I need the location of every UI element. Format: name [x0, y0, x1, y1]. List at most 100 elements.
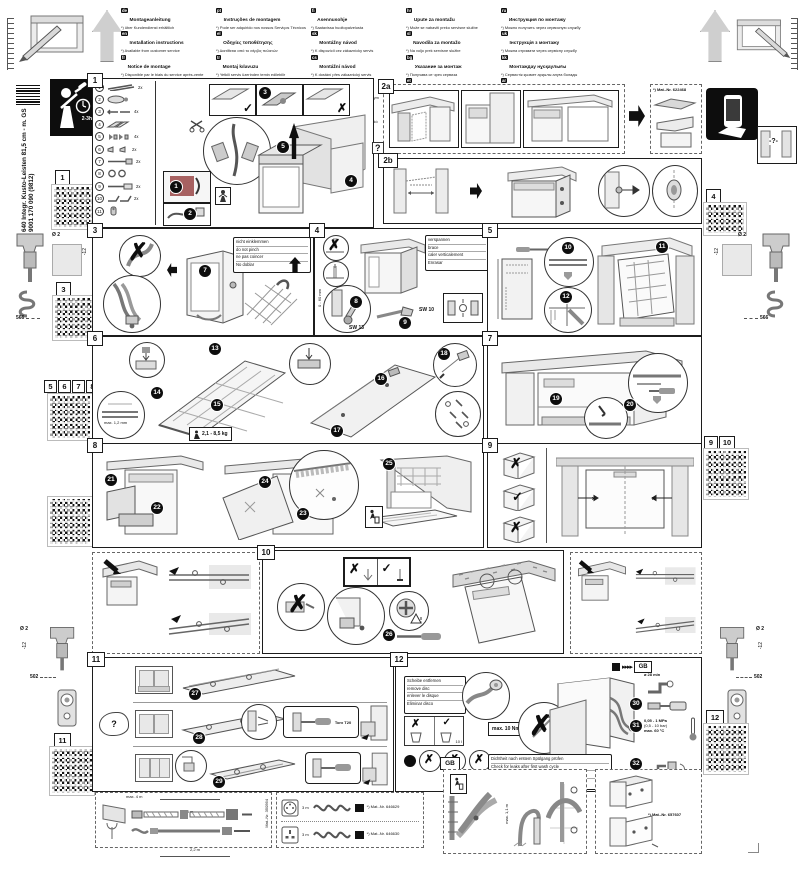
step-marker: 14: [151, 387, 163, 399]
plug-type-chip: [354, 803, 364, 812]
step-marker: [404, 755, 416, 767]
plinth-variant-1-mini: [135, 666, 173, 694]
panel-4-label: 4: [309, 223, 325, 238]
question-mark-2b: ?: [372, 142, 384, 154]
hose-end-detail-circle: [462, 672, 510, 720]
coiled-cable-icon: [312, 804, 351, 811]
drill-icon-left: [12, 228, 50, 286]
edge-gap-detail-circle: max. 1,2 mm: [97, 391, 145, 439]
qr-code-panel-4: [703, 202, 747, 236]
language-entry: csMontážní návod*) K dostání přes zákazn…: [311, 54, 372, 77]
pressure-spec: 0,05 - 1 MPa (0,5 - 10 bar) max. 60 °C: [644, 718, 668, 733]
hose-clamp-detail-circle: [103, 275, 161, 333]
ruler-right-icon: [791, 18, 798, 70]
question-cloud: ?: [99, 712, 129, 736]
part-item: 8: [93, 168, 155, 180]
drain-diameter-label: ø 28 min: [644, 672, 661, 677]
water-spec-column: ø 28 min 30 31 0,05 - 1 MPa (0,5 - 10 ba…: [630, 672, 698, 786]
drill-icon-left-bottom: [46, 622, 80, 674]
panel-2b-side-fixing: 2b: [378, 153, 702, 224]
dimension-566-left: 566: [16, 315, 41, 321]
drill-diameter-label-left: Ø 2: [52, 232, 61, 238]
step-marker: 22: [151, 502, 163, 514]
plinth-corner-sketch-2: [362, 752, 388, 786]
language-column: ruИнструкция по монтажу*) Можно получить…: [501, 8, 593, 147]
measure-appliance-sketch-right: [734, 12, 792, 66]
plug-type-chip: [354, 830, 364, 839]
drill-target-block-left: [52, 244, 82, 276]
insert-direction-arrow: [289, 123, 299, 159]
qr-code-panel-12: [703, 723, 749, 775]
push-arrow: [470, 183, 482, 199]
step-marker: 19: [550, 393, 562, 405]
drain-pipe-icon: [648, 680, 674, 694]
hinge-fit-detail-circle: [289, 343, 331, 385]
step-marker: 27: [189, 688, 201, 700]
qr-label-4: 4: [706, 189, 721, 204]
cross-mark: ✗: [288, 591, 309, 618]
orientation-arrow-up-left: [92, 10, 122, 62]
panel-5-label: 5: [482, 223, 498, 238]
hose-over-pipe-icon: [546, 782, 582, 844]
cord-length-label: 3 m: [302, 805, 309, 810]
qr-label-3: 3: [56, 282, 71, 297]
step-marker: 17: [331, 425, 343, 437]
dispose-icon: [450, 774, 467, 794]
step-marker: 15: [211, 399, 223, 411]
language-entry: ptInstruções de montagem*) Pode ser adqu…: [216, 8, 306, 30]
step-marker: 28: [193, 732, 205, 744]
drill-depth-label-right-bottom: -12: [758, 642, 764, 650]
step-marker: 3: [259, 87, 271, 99]
step-marker: 32: [630, 758, 642, 770]
part-item: 11: [93, 205, 155, 217]
hose-coupling-icon: [647, 701, 687, 711]
panel-12-label: 12: [390, 652, 408, 667]
cross-mark: ✗: [128, 239, 149, 266]
cross-mark: ✗: [411, 718, 421, 730]
phone-scan-pictogram: [706, 88, 758, 140]
cross-mark: ✗: [510, 455, 522, 471]
length-22-dim: 2,2 m: [160, 838, 230, 857]
panel-10-label: 10: [257, 545, 275, 560]
gap-wrong-circle: ✗: [323, 235, 349, 261]
side-panel-mat-number: *) Mat.-Nr. 657607: [648, 812, 682, 817]
cross-mark: ✗: [529, 710, 553, 741]
socket-gb-icon: [281, 826, 299, 843]
clip-detail-circle: [584, 397, 628, 439]
language-entry: bgУказание за монтаж*) Получава се чрез …: [406, 54, 462, 77]
qr-code-panels-910: [703, 448, 749, 500]
cord-mat-number-gb: *) Mat.-Nr. 646630: [366, 831, 400, 837]
front-foot-detail-circle: 8: [323, 285, 371, 333]
corner-clip-circle: [175, 750, 207, 782]
step2-detail-box: 2: [163, 203, 211, 226]
language-entry: ruИнструкция по монтажу*) Можно получить…: [501, 8, 581, 30]
thermometer-icon: [689, 717, 697, 741]
language-entry: fiAsennusohje*) Saatavissa huoltopalvelu…: [311, 8, 364, 30]
drill-diameter-label-left-bottom: Ø 2: [20, 626, 29, 632]
two-person-lift-icon: [215, 187, 231, 205]
plinth-corner-sketch-1: [360, 705, 388, 741]
cabinet-side-sketch: [353, 235, 429, 297]
open-dishwasher-scene: [361, 452, 477, 540]
panel-11-label: 11: [87, 652, 105, 667]
drill-depth-label-left-bottom: -12: [22, 642, 28, 650]
spine-number: 9001 170 090 (9812): [28, 173, 35, 232]
panel-8-label: 8: [87, 438, 103, 453]
step-marker: 29: [213, 776, 225, 788]
language-entry: enInstallation instructions*) Available …: [121, 31, 184, 54]
step-marker: 13: [209, 343, 221, 355]
door-hook-scene: [101, 452, 207, 540]
language-legend: deMontageanleitung*) über Kundendienst e…: [121, 8, 593, 147]
sink-connection-icon: [102, 804, 126, 839]
door-panel-fixing-sketch: [303, 357, 439, 439]
step-marker: 30: [630, 698, 642, 710]
kitchen-scene-illustration: [233, 109, 371, 223]
edge-gap-label: max. 1,2 mm: [104, 420, 128, 425]
cord-row-gb: 3 m *) Mat.-Nr. 646630: [281, 821, 419, 845]
panel-2a-label: 2a: [378, 79, 394, 94]
